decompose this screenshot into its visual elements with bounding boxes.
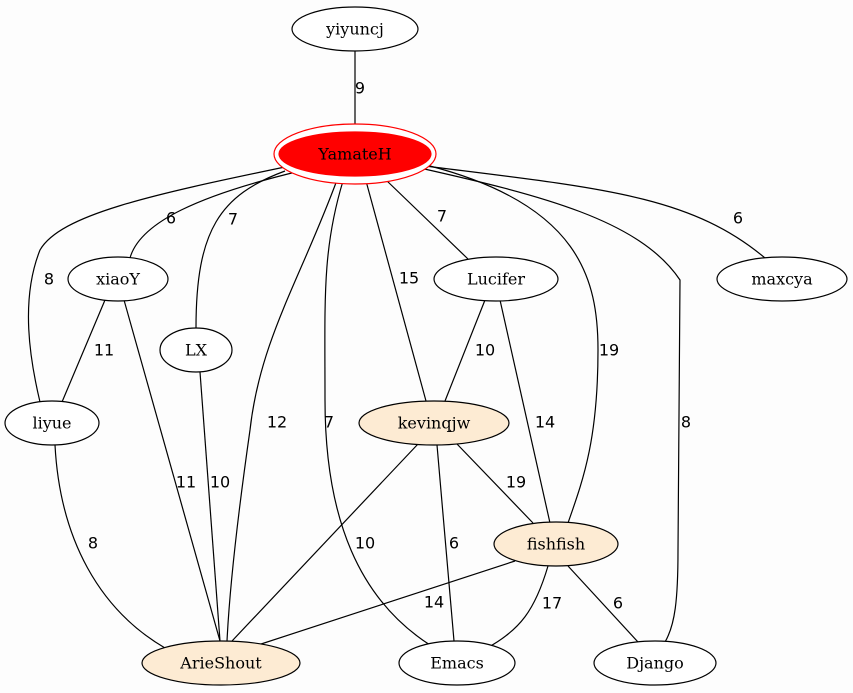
node-kevinqjw: kevinqjw (358, 400, 510, 446)
edge-YamateH-xiaoY (129, 170, 301, 259)
edge-label-YamateH-Django: 8 (681, 413, 691, 432)
edge-label-Lucifer-fishfish: 14 (535, 413, 555, 432)
node-shape (593, 640, 717, 686)
node-label: yiyuncj (325, 20, 384, 39)
edge-label-YamateH-fishfish: 19 (599, 341, 619, 360)
edge-YamateH-LX (195, 170, 286, 329)
edge-YamateH-Django (419, 167, 681, 643)
edge-LX-ArieShout (199, 371, 221, 642)
edge-label-liyue-ArieShout: 8 (88, 534, 98, 553)
edge-label-fishfish-Django: 6 (613, 594, 623, 613)
edge-label-kevinqjw-fishfish: 19 (506, 473, 526, 492)
node-label: xiaoY (96, 270, 140, 289)
node-yiyuncj: yiyuncj (291, 6, 419, 52)
edge-Lucifer-fishfish (499, 299, 551, 524)
edge-label-YamateH-Lucifer: 7 (437, 207, 447, 226)
edge-xiaoY-ArieShout (123, 299, 221, 642)
edge-label-LX-ArieShout: 10 (210, 473, 230, 492)
edges-layer (27, 51, 766, 649)
node-ArieShout: ArieShout (141, 640, 301, 686)
node-shape (67, 256, 169, 302)
edge-kevinqjw-Emacs (436, 444, 455, 642)
node-maxcya: maxcya (716, 256, 848, 302)
node-label: liyue (32, 414, 71, 433)
node-fishfish: fishfish (493, 521, 619, 567)
node-shape (159, 327, 233, 373)
node-label: Emacs (430, 654, 484, 673)
node-shape (278, 131, 432, 177)
edge-label-xiaoY-liyue: 11 (94, 341, 114, 360)
edge-YamateH-Lucifer (385, 179, 469, 260)
node-Emacs: Emacs (398, 640, 516, 686)
node-Lucifer: Lucifer (433, 256, 559, 302)
node-label: LX (185, 341, 208, 360)
node-label: kevinqjw (398, 414, 471, 433)
edge-label-Lucifer-kevinqjw: 10 (475, 341, 495, 360)
edge-YamateH-maxcya (424, 165, 766, 259)
edge-label-YamateH-maxcya: 6 (733, 209, 743, 228)
node-label: ArieShout (179, 654, 262, 673)
edge-label-kevinqjw-ArieShout: 10 (355, 534, 375, 553)
edge-YamateH-fishfish (429, 165, 599, 524)
node-label: maxcya (751, 270, 813, 289)
edge-YamateH-liyue (27, 166, 286, 403)
edge-label-YamateH-xiaoY: 6 (166, 209, 176, 228)
edge-label-kevinqjw-Emacs: 6 (449, 534, 459, 553)
node-label: fishfish (527, 535, 585, 554)
edge-fishfish-ArieShout (257, 560, 516, 646)
node-LX: LX (159, 327, 233, 373)
edge-fishfish-Emacs (486, 565, 549, 649)
node-shape (358, 400, 510, 446)
edge-label-yiyuncj-YamateH: 9 (355, 79, 365, 98)
edge-label-YamateH-liyue: 8 (44, 270, 54, 289)
node-shape (433, 256, 559, 302)
edge-label-YamateH-ArieShout: 12 (267, 413, 287, 432)
edge-label-YamateH-kevinqjw: 15 (399, 269, 419, 288)
edge-label-fishfish-Emacs: 17 (542, 594, 562, 613)
node-shape (493, 521, 619, 567)
node-shape (4, 400, 100, 446)
edge-label-YamateH-Emacs: 7 (324, 413, 334, 432)
node-shape (141, 640, 301, 686)
node-Django: Django (593, 640, 717, 686)
node-label: Django (626, 654, 684, 673)
edge-label-YamateH-LX: 7 (228, 210, 238, 229)
edge-labels-layer: 9 6 7 7 6 8 15 19 12 7 8 11 11 10 10 14 8 19 10 6 14 17 6 (44, 79, 743, 613)
node-shape (398, 640, 516, 686)
edge-YamateH-ArieShout (226, 179, 338, 642)
edge-Lucifer-kevinqjw (444, 299, 486, 402)
node-shape (291, 6, 419, 52)
node-xiaoY: xiaoY (67, 256, 169, 302)
edge-liyue-ArieShout (54, 444, 166, 649)
node-shape (716, 256, 848, 302)
edge-fishfish-Django (567, 565, 639, 643)
edge-kevinqjw-fishfish (456, 443, 534, 524)
edge-label-xiaoY-ArieShout: 11 (176, 473, 196, 492)
edge-YamateH-kevinqjw (365, 180, 427, 402)
node-YamateH: YamateH (273, 123, 437, 185)
node-liyue: liyue (4, 400, 100, 446)
edge-label-fishfish-ArieShout: 14 (424, 593, 444, 612)
edge-kevinqjw-ArieShout (231, 443, 419, 642)
node-label: YamateH (317, 145, 391, 164)
node-label: Lucifer (467, 270, 525, 289)
edge-YamateH-Emacs (324, 180, 431, 646)
edge-xiaoY-liyue (61, 299, 106, 403)
